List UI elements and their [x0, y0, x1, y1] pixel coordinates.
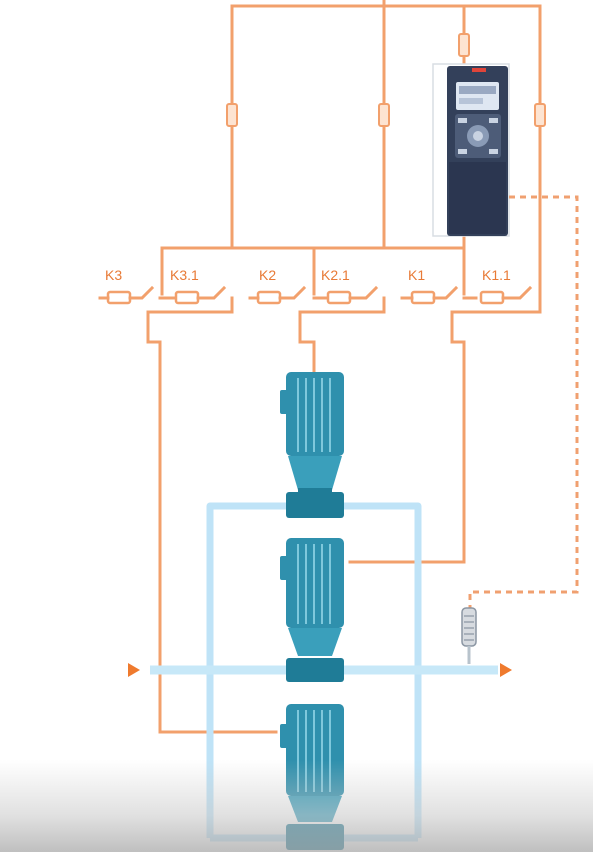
switch-k3-1: [146, 285, 234, 326]
control-signal-line: [468, 195, 579, 608]
switch-k2: [248, 285, 328, 300]
fuse-drive: [458, 33, 470, 57]
fuse-3: [534, 103, 546, 127]
feeder-motor-3: [146, 322, 278, 734]
coil-k1: [410, 290, 436, 305]
pressure-sensor-icon: [461, 607, 477, 664]
switch-k3: [98, 285, 176, 300]
motor-feeders: [146, 322, 466, 734]
pump-motor-icon: [280, 372, 344, 518]
flow-arrow-icon: [128, 663, 140, 677]
fuse-1: [226, 103, 238, 127]
pump-motor-icon: [280, 704, 344, 850]
fuse-2: [378, 103, 390, 127]
contactor-label-k1-1: K1.1: [482, 267, 511, 283]
coil-k2: [256, 290, 282, 305]
feeder-motor-2: [348, 322, 466, 564]
frequency-converter-icon: [432, 63, 510, 237]
contactor-label-k2-1: K2.1: [321, 267, 350, 283]
feeder-motor-1: [298, 322, 316, 374]
coil-k3-1: [174, 290, 200, 305]
contactor-label-k2: K2: [259, 267, 276, 283]
contactor-label-k1: K1: [408, 267, 425, 283]
contactor-row: K3 K3.1 K2 K2.1 K1 K1.1: [98, 267, 542, 326]
contactor-label-k3-1: K3.1: [170, 267, 199, 283]
switch-k2-1: [298, 285, 386, 326]
contactor-label-k3: K3: [105, 267, 122, 283]
pump-motor-icon: [280, 538, 344, 682]
switch-k1-1: [450, 285, 542, 326]
supply-wiring: [160, 0, 546, 314]
coil-k2-1: [326, 290, 352, 305]
flow-arrow-icon: [500, 663, 512, 677]
switch-k1: [400, 285, 478, 300]
coil-k1-1: [479, 290, 505, 305]
coil-k3: [106, 290, 132, 305]
